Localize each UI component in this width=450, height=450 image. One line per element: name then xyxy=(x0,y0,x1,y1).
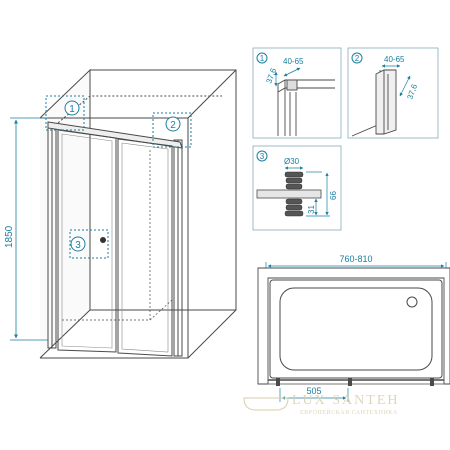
detail-2-depth-label: 37,6 xyxy=(405,82,419,100)
detail-2: 2 40-65 37,6 xyxy=(348,48,438,138)
detail-3: 3 Ø30 31 66 xyxy=(253,146,341,230)
right-door-panel xyxy=(118,139,172,356)
bathtub-logo-icon xyxy=(244,398,288,410)
tub-width-label: 760-810 xyxy=(339,254,372,264)
detail-2-number: 2 xyxy=(355,54,360,63)
callout-2-number: 2 xyxy=(170,120,176,131)
watermark-brand: LUX SANTEH xyxy=(292,393,400,408)
bathtub-basin xyxy=(280,288,432,370)
detail-2-range-label: 40-65 xyxy=(384,55,405,64)
callout-3-number: 3 xyxy=(75,240,81,251)
watermark: LUX SANTEH ЕВРОПЕЙСКАЯ САНТЕХНИКА xyxy=(244,393,400,416)
detail-1: 1 40-65 37,6 xyxy=(253,48,341,138)
detail-3-number: 3 xyxy=(260,152,265,161)
handle-31-label: 31 xyxy=(307,205,316,214)
watermark-tagline: ЕВРОПЕЙСКАЯ САНТЕХНИКА xyxy=(300,408,398,416)
height-label: 1850 xyxy=(4,225,15,248)
plan-walls xyxy=(258,268,450,384)
handle-66-label: 66 xyxy=(329,191,338,200)
glass-section xyxy=(257,190,321,198)
callout-1-number: 1 xyxy=(69,104,75,115)
drain-icon xyxy=(407,297,417,307)
detail-1-range-label: 40-65 xyxy=(283,57,304,66)
plan-view: 760-810 505 xyxy=(258,254,450,402)
right-wall xyxy=(188,70,236,358)
door-handle xyxy=(100,237,106,243)
detail-1-number: 1 xyxy=(260,54,265,63)
handle-diameter-label: Ø30 xyxy=(284,157,300,166)
bathtub-rim xyxy=(270,280,442,378)
